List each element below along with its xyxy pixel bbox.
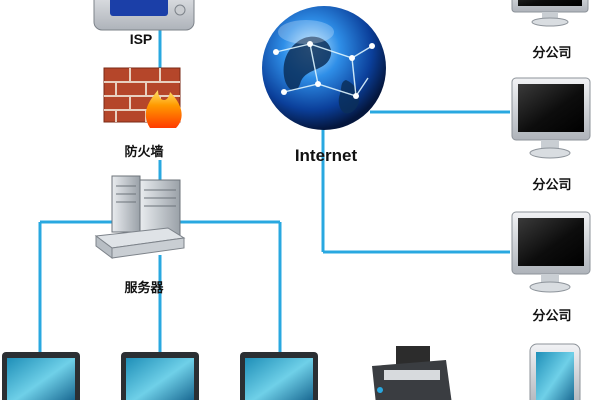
- laptop-icon: [240, 352, 318, 405]
- internet-label: Internet: [294, 146, 358, 165]
- laptop-icon: [2, 352, 80, 405]
- branch-label-3: 分公司: [532, 308, 572, 323]
- monitor-icon: [511, 77, 591, 159]
- laptop-icon: [121, 352, 199, 405]
- monitor-icon: [511, 0, 589, 27]
- branch-label-1: 分公司: [532, 45, 572, 60]
- branch-label-2: 分公司: [532, 177, 572, 192]
- printer-icon: [372, 346, 452, 404]
- monitor-icon: [511, 211, 591, 293]
- server-icon: [94, 175, 186, 259]
- globe-icon: [262, 6, 386, 130]
- firewall-label: 防火墙: [124, 144, 164, 159]
- server-label: 服务器: [124, 280, 164, 295]
- tablet-icon: [529, 343, 581, 405]
- isp-label: ISP: [129, 31, 153, 47]
- isp-device-icon: [93, 0, 195, 31]
- firewall-icon: [103, 67, 182, 128]
